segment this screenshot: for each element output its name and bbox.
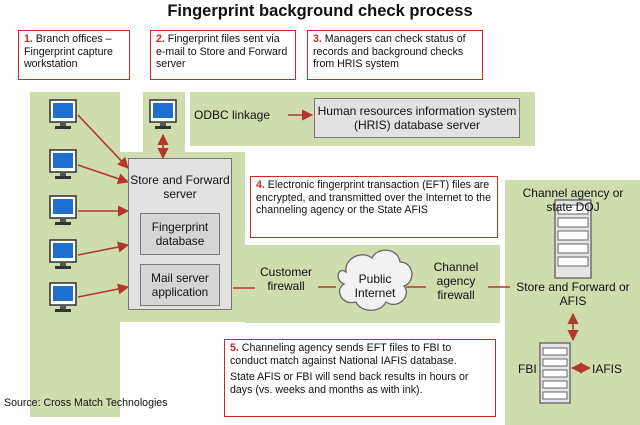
channel-agency-firewall-label: Channel agency firewall bbox=[433, 260, 479, 302]
note-fbi-match: 5. Channeling agency sends EFT files to … bbox=[224, 339, 496, 417]
afis-server-rack-icon bbox=[554, 199, 592, 279]
iafis-label: IAFIS bbox=[592, 362, 623, 376]
note-eft-encryption: 4. Electronic fingerprint transaction (E… bbox=[250, 176, 498, 238]
store-forward-title: Store and Forward server bbox=[130, 173, 230, 201]
fbi-server-rack-icon bbox=[539, 342, 571, 404]
note-text: Fingerprint files sent via e-mail to Sto… bbox=[156, 33, 288, 71]
note-text: Channeling agency sends EFT files to FBI… bbox=[230, 342, 457, 367]
note-text: Managers can check status of records and… bbox=[313, 33, 466, 71]
note-managers-status: 3. Managers can check status of records … bbox=[307, 30, 483, 80]
customer-firewall-label: Customer firewall bbox=[259, 265, 312, 293]
public-internet-label: Public Internet bbox=[354, 272, 396, 300]
internet-cloud-icon bbox=[337, 249, 413, 311]
note-text: Electronic fingerprint transaction (EFT)… bbox=[256, 179, 491, 217]
note-number: 2. bbox=[156, 33, 165, 45]
note-text: Branch offices – Fingerprint capture wor… bbox=[24, 33, 113, 71]
note-number: 4. bbox=[256, 179, 265, 191]
note-branch-offices: 1. Branch offices – Fingerprint capture … bbox=[18, 30, 130, 80]
workstation-wires bbox=[77, 109, 592, 374]
note-number: 5. bbox=[230, 342, 239, 354]
diagram-title: Fingerprint background check process bbox=[167, 2, 473, 20]
source-credit: Source: Cross Match Technologies bbox=[4, 397, 168, 409]
odbc-linkage-label: ODBC linkage bbox=[194, 108, 271, 122]
mail-server-box: Mail server application bbox=[140, 264, 220, 306]
fbi-label: FBI bbox=[518, 362, 537, 376]
fingerprint-database-box: Fingerprint database bbox=[140, 213, 220, 255]
note-number: 3. bbox=[313, 33, 322, 45]
afis-label: Store and Forward or AFIS bbox=[516, 280, 630, 308]
note-number: 1. bbox=[24, 33, 33, 45]
hris-server-box: Human resources information system (HRIS… bbox=[314, 98, 520, 138]
note-text-results: State AFIS or FBI will send back results… bbox=[230, 371, 469, 396]
note-fingerprint-files: 2. Fingerprint files sent via e-mail to … bbox=[150, 30, 296, 80]
channel-agency-title: Channel agency or state DOJ bbox=[522, 186, 624, 214]
